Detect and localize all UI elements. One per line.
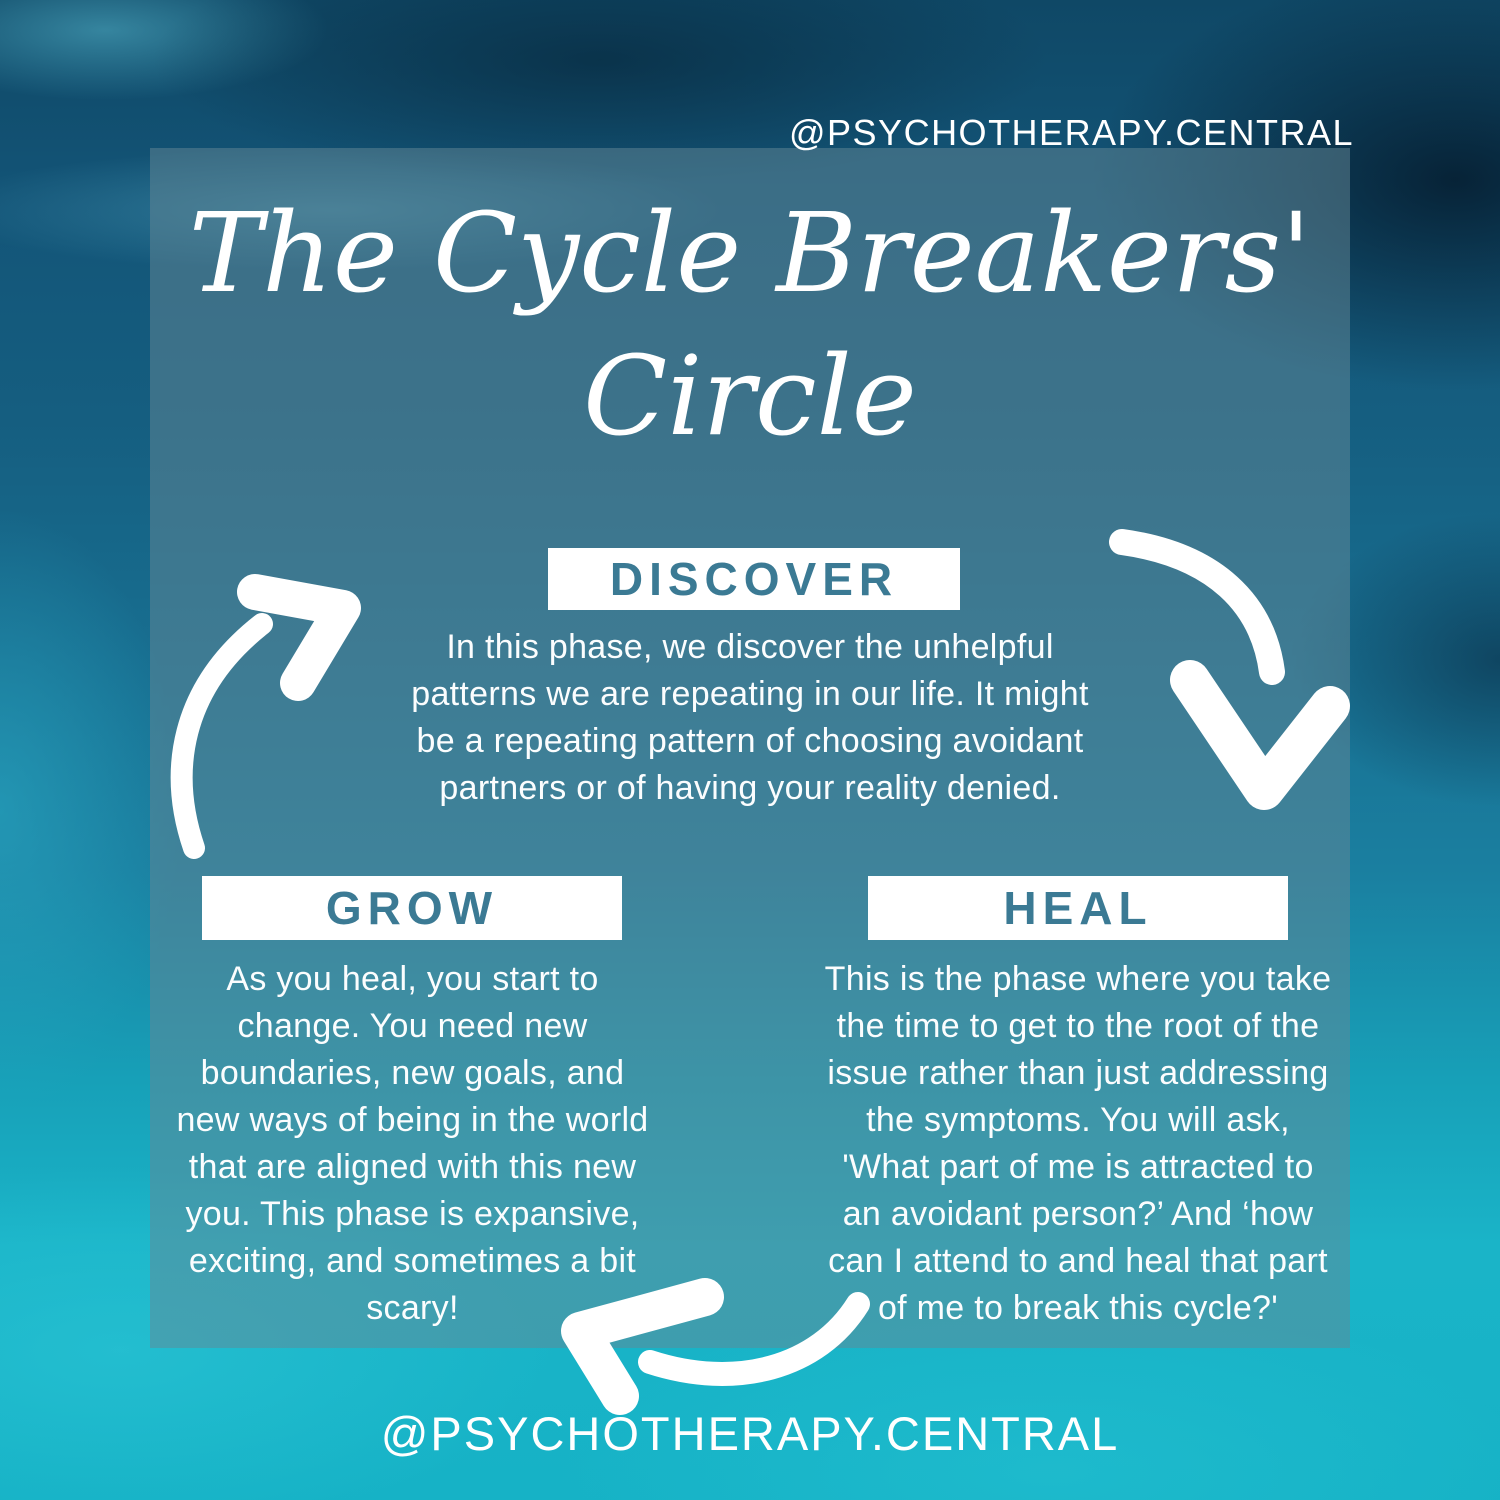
discover-body-text: In this phase, we discover the unhelpful… — [411, 628, 1089, 807]
grow-body-text: As you heal, you start to change. You ne… — [176, 960, 649, 1327]
heal-label-box: HEAL — [868, 876, 1288, 940]
arrow-discover-to-heal-icon — [1109, 529, 1350, 810]
arrow-heal-to-grow-icon — [561, 1278, 870, 1415]
discover-label-box: DISCOVER — [548, 548, 960, 610]
heal-label: HEAL — [1003, 882, 1153, 934]
arrow-grow-to-discover-icon — [170, 574, 361, 859]
overlay-panel — [150, 148, 1350, 1348]
instagram-handle-top: @PSYCHOTHERAPY.CENTRAL — [788, 112, 1354, 153]
grow-label: GROW — [325, 882, 499, 934]
heal-body-text: This is the phase where you take the tim… — [824, 960, 1332, 1327]
page-title: The Cycle Breakers' Circle — [188, 189, 1312, 460]
instagram-handle-bottom: @PSYCHOTHERAPY.CENTRAL — [380, 1407, 1120, 1460]
discover-label: DISCOVER — [609, 553, 899, 605]
grow-label-box: GROW — [202, 876, 622, 940]
